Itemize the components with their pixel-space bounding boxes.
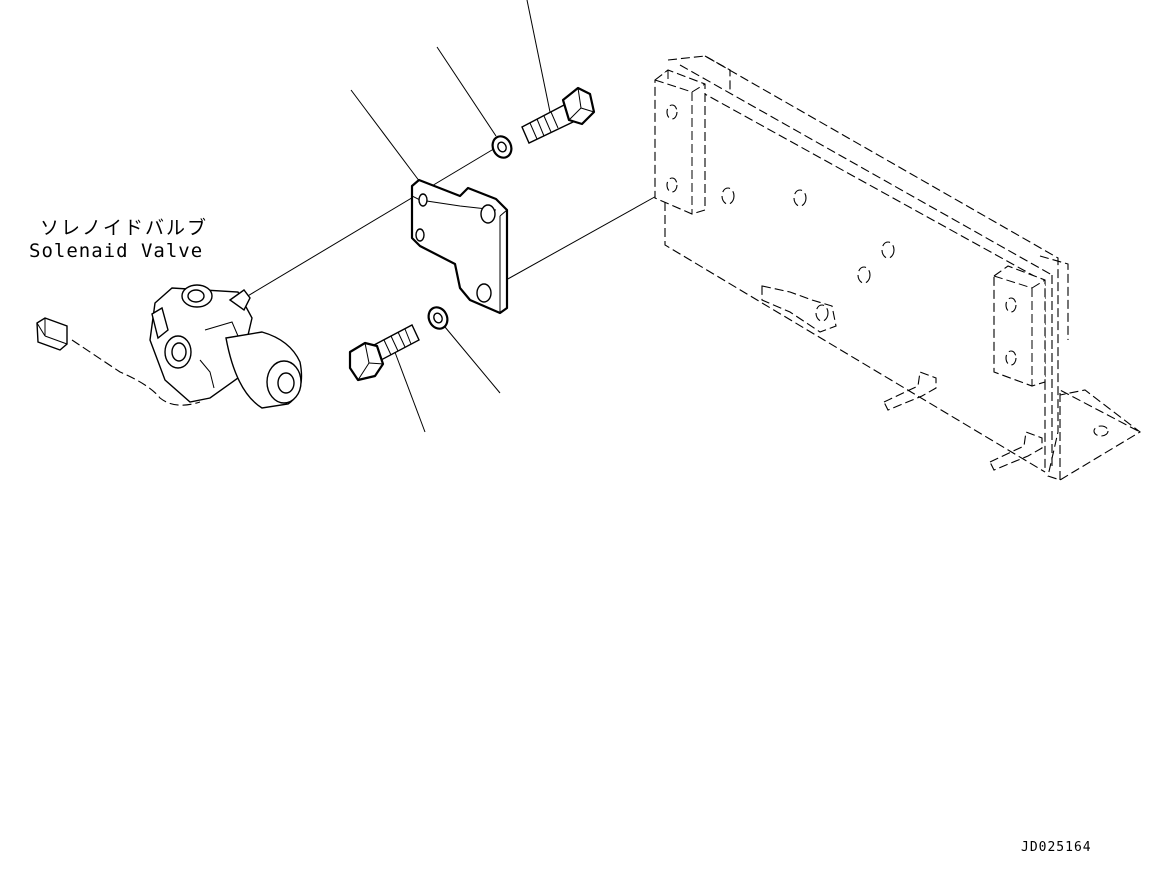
solenoid-valve bbox=[36, 284, 303, 409]
bracket bbox=[654, 55, 1141, 481]
axis-line-plate-to-bracket bbox=[505, 193, 661, 281]
leader-line-plate bbox=[350, 89, 421, 183]
axis-line-valve-to-washer bbox=[245, 146, 498, 298]
alignment-lines bbox=[245, 146, 661, 298]
upper-bolt bbox=[521, 86, 596, 144]
leader-line-top-bolt bbox=[526, 0, 551, 113]
mounting-plate bbox=[410, 178, 509, 315]
leader-lines bbox=[350, 0, 551, 433]
leader-line-lower-bolt bbox=[392, 346, 426, 433]
drawing-id: JD025164 bbox=[1021, 840, 1092, 855]
part-name-japanese: ソレノイドバルブ bbox=[40, 217, 209, 239]
upper-washer bbox=[491, 135, 513, 159]
part-name-english: Solenaid Valve bbox=[29, 240, 204, 262]
leader-line-upper-washer bbox=[436, 46, 497, 137]
lower-bolt bbox=[348, 324, 420, 382]
leader-line-lower-washer bbox=[444, 326, 501, 394]
lower-washer bbox=[427, 306, 449, 330]
